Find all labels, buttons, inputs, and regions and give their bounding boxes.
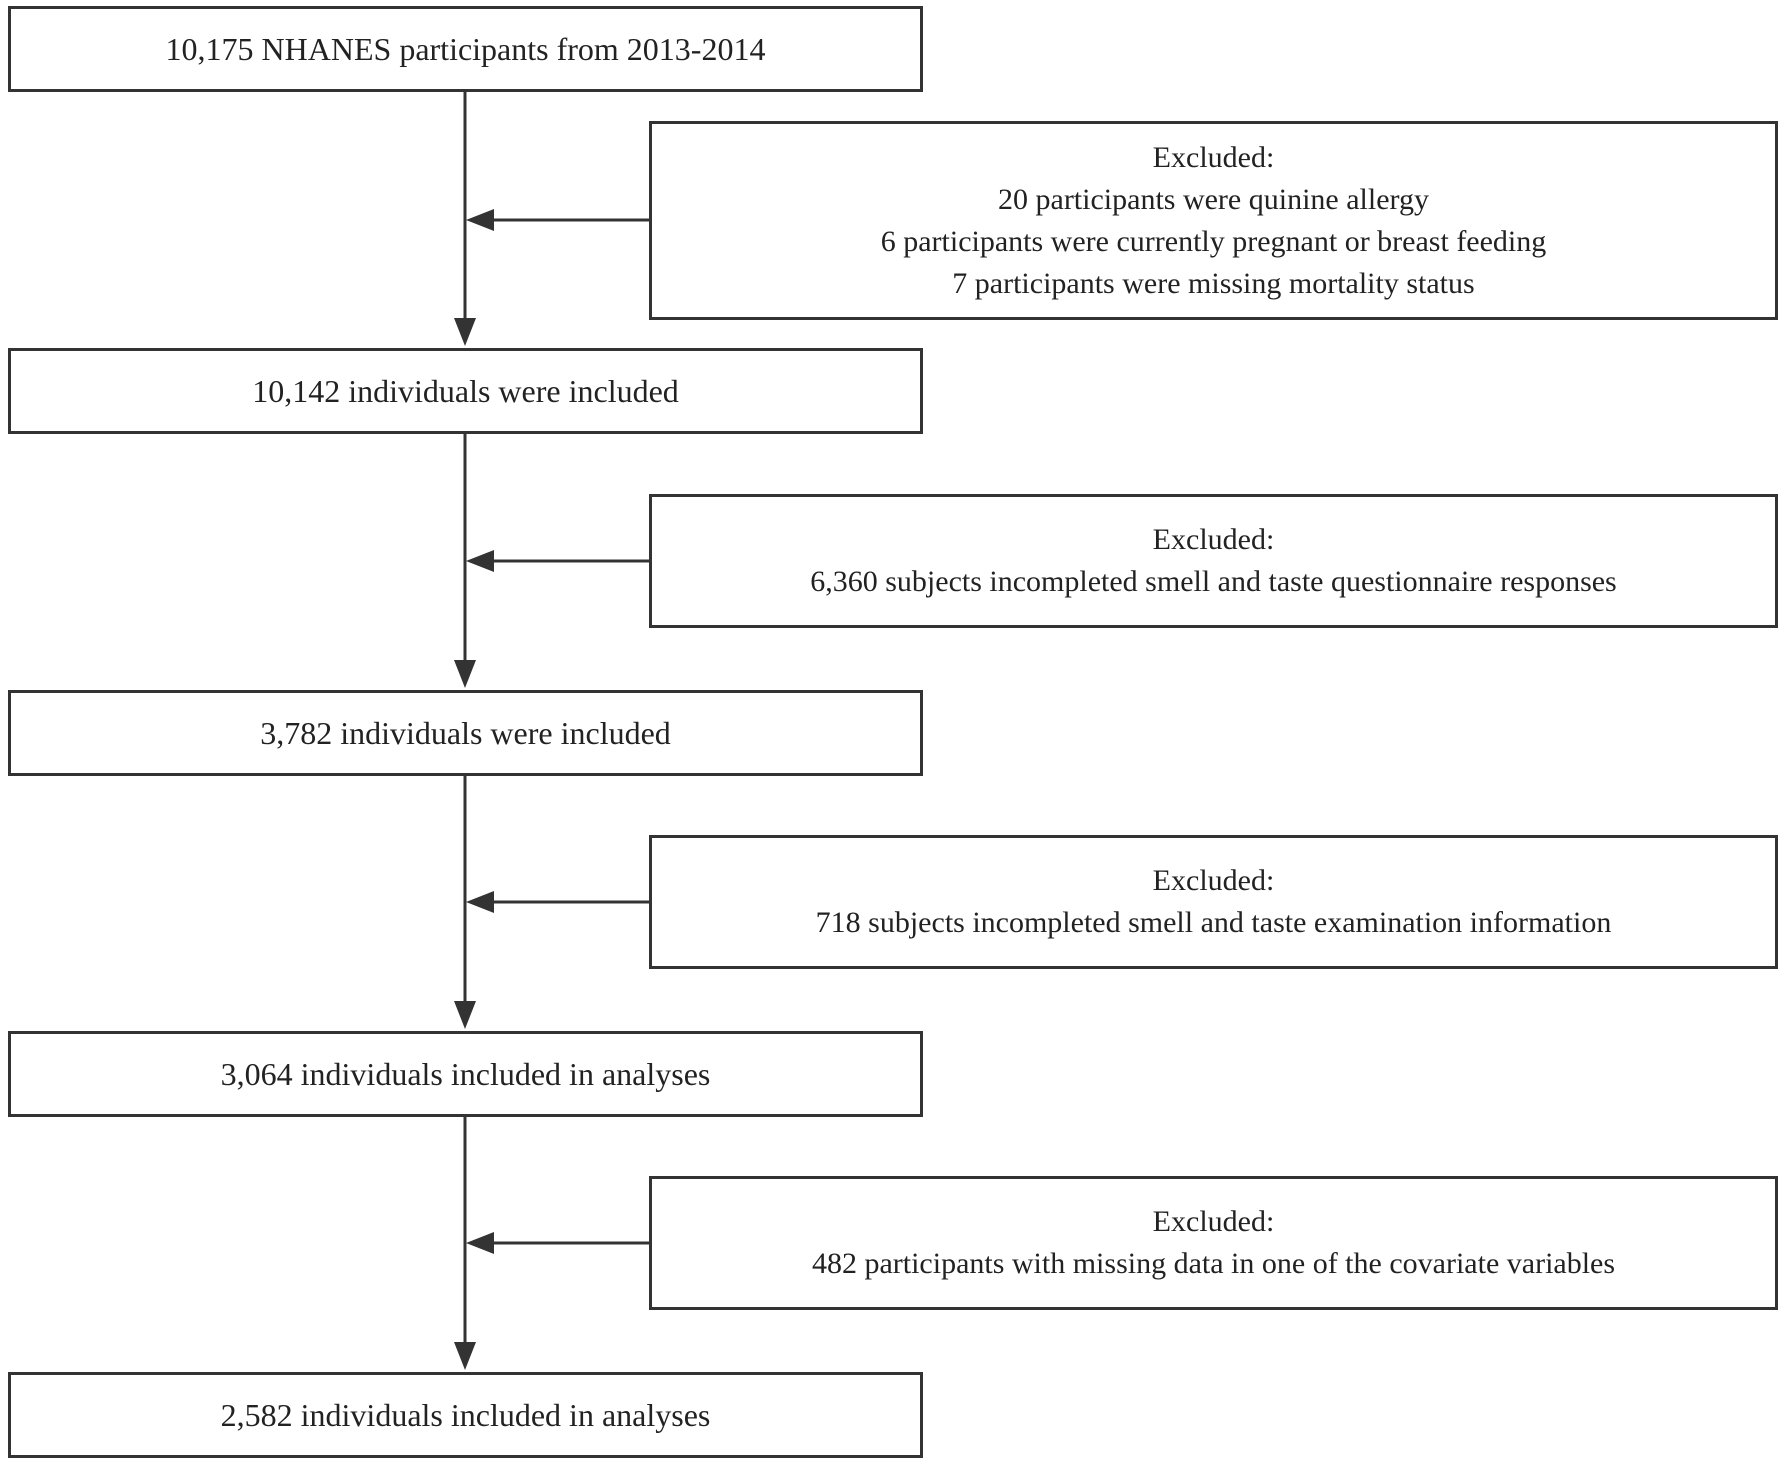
exclusion-heading: Excluded: [1152, 864, 1275, 897]
step-label: 10,142 individuals were included [252, 372, 679, 409]
exclusion-arrow [466, 891, 649, 913]
exclusion-line: 482 participants with missing data in on… [811, 1247, 1616, 1280]
step-label: 3,064 individuals included in analyses [220, 1055, 711, 1092]
vertical-arrow [454, 92, 476, 346]
exclusion-line: 6 participants were currently pregnant o… [880, 224, 1547, 258]
vertical-arrow [454, 776, 476, 1029]
step-label: 2,582 individuals included in analyses [220, 1396, 711, 1433]
exclusion-heading: Excluded: [1152, 1205, 1275, 1238]
exclusion-line: 6,360 subjects incompleted smell and tas… [810, 565, 1617, 598]
exclusion-heading: Excluded: [1152, 523, 1275, 556]
exclusion-line: 718 subjects incompleted smell and taste… [815, 906, 1612, 939]
exclusion-arrow [466, 550, 649, 572]
exclusion-line: 7 participants were missing mortality st… [952, 266, 1475, 300]
exclusion-box: Excluded: 482 participants with missing … [649, 1176, 1778, 1310]
exclusion-box: Excluded: 718 subjects incompleted smell… [649, 835, 1778, 969]
exclusion-line: 20 participants were quinine allergy [998, 182, 1429, 216]
step-box-final-analysis: 2,582 individuals included in analyses [8, 1372, 923, 1458]
step-box-included: 3,782 individuals were included [8, 690, 923, 776]
exclusion-box: Excluded: 6,360 subjects incompleted sme… [649, 494, 1778, 628]
exclusion-arrow [466, 209, 649, 231]
vertical-arrow [454, 434, 476, 688]
step-box-analysis: 3,064 individuals included in analyses [8, 1031, 923, 1117]
step-label: 10,175 NHANES participants from 2013-201… [165, 30, 766, 67]
exclusion-box: Excluded: 20 participants were quinine a… [649, 121, 1778, 320]
exclusion-arrow [466, 1232, 649, 1254]
step-box-included: 10,142 individuals were included [8, 348, 923, 434]
step-label: 3,782 individuals were included [260, 714, 671, 751]
step-box-initial-cohort: 10,175 NHANES participants from 2013-201… [8, 6, 923, 92]
vertical-arrow [454, 1117, 476, 1370]
exclusion-heading: Excluded: [1152, 140, 1275, 174]
